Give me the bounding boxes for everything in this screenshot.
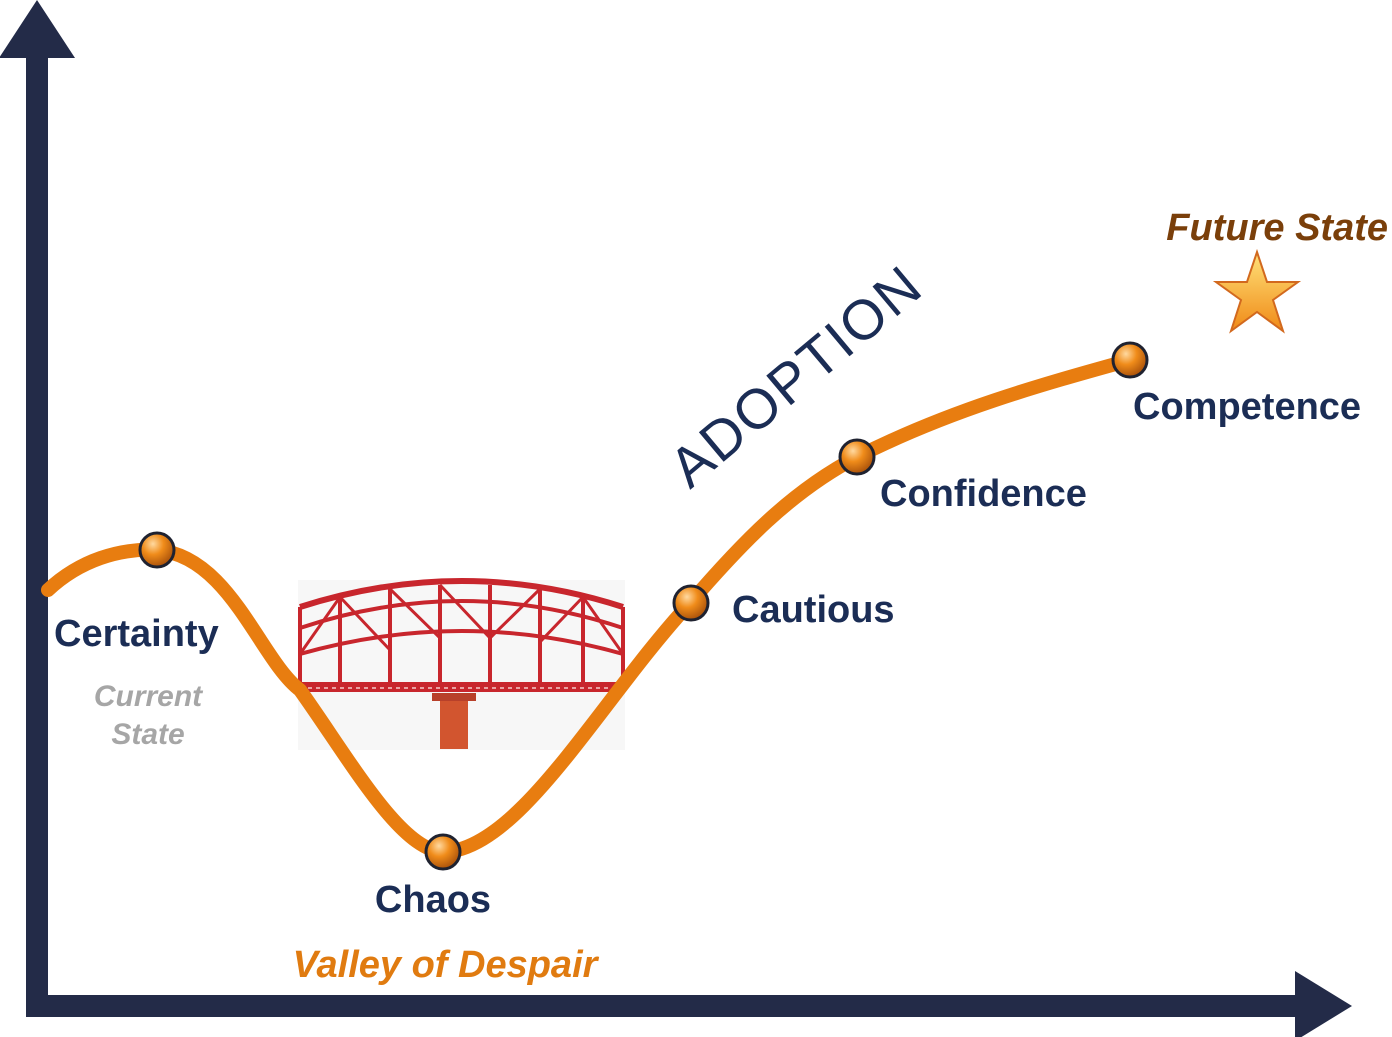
axes (0, 0, 1352, 1037)
bridge-arch-top (299, 578, 624, 610)
bridge-pier (440, 697, 468, 749)
label-certainty: Certainty (54, 613, 219, 655)
label-chaos: Chaos (375, 879, 491, 921)
label-confidence: Confidence (880, 473, 1087, 515)
label-competence: Competence (1133, 386, 1361, 428)
label-valley-of-despair: Valley of Despair (293, 944, 600, 986)
point-cautious (672, 584, 710, 622)
label-adoption: ADOPTION (657, 253, 934, 500)
star-icon (1212, 248, 1302, 334)
x-axis-arrow-icon (1295, 971, 1352, 1037)
point-chaos (424, 833, 462, 871)
point-confidence (838, 438, 876, 476)
point-competence (1111, 341, 1149, 379)
y-axis-arrow-icon (0, 0, 75, 58)
label-future-state: Future State (1166, 207, 1388, 249)
bridge-icon (298, 578, 625, 750)
point-certainty (138, 531, 176, 569)
stage-points (138, 341, 1149, 871)
label-cautious: Cautious (732, 589, 895, 631)
